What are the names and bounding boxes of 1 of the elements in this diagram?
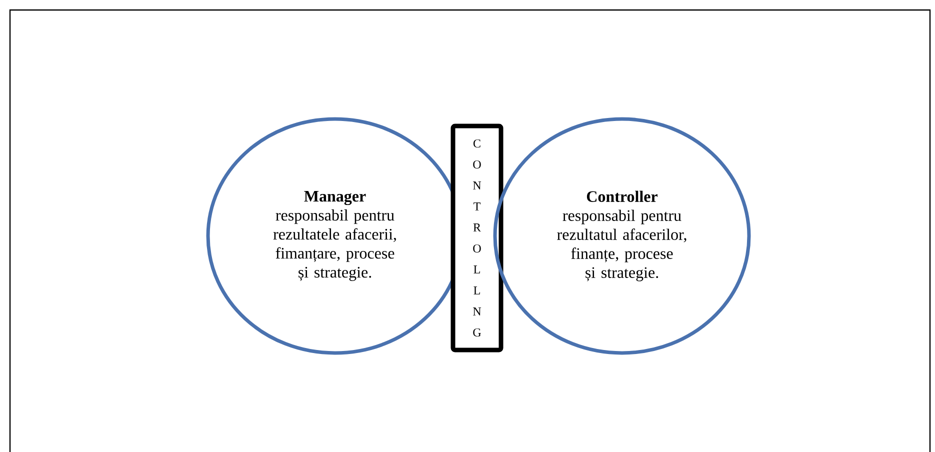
label-box: CONTROLLNG [450, 124, 504, 352]
